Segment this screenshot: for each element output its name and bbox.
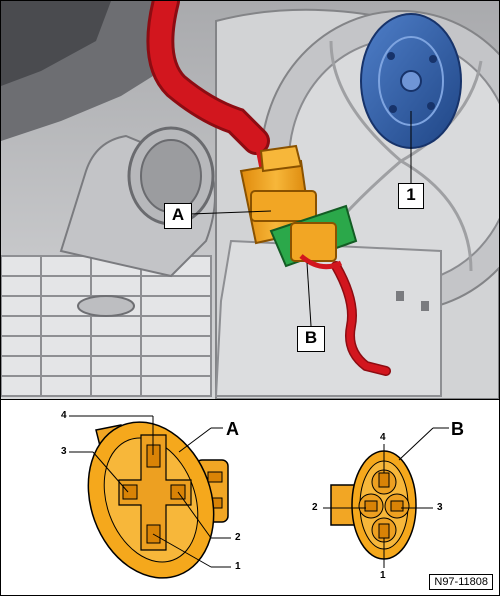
detail-b-pin-4: 4 [380, 432, 386, 443]
callout-connector-a: A [164, 203, 192, 229]
detail-a-pin-4: 4 [61, 410, 67, 421]
connector-a-face [69, 415, 231, 579]
connector-b-face [323, 427, 449, 568]
engine-bay-illustration [1, 1, 499, 399]
detail-b-title: B [451, 419, 464, 439]
pin-layout-drawing [69, 415, 449, 579]
connector-b-shape [269, 204, 358, 270]
figure-reference-number: N97-11808 [429, 574, 493, 590]
detail-b-pin-1: 1 [380, 570, 386, 581]
detail-a-pin-3: 3 [61, 446, 67, 457]
detail-b-pin-2: 2 [312, 502, 318, 513]
callout-connector-b: B [297, 326, 325, 352]
detail-b-pin-3: 3 [437, 502, 443, 513]
detail-a-pin-1: 1 [235, 561, 241, 572]
callout-fan: 1 [398, 183, 424, 209]
detail-a-pin-2: 2 [235, 532, 241, 543]
connector-pin-detail: A 4 3 2 1 B 4 2 3 1 N97-11808 [1, 400, 499, 595]
detail-a-title: A [226, 419, 239, 439]
section-divider [1, 399, 499, 400]
